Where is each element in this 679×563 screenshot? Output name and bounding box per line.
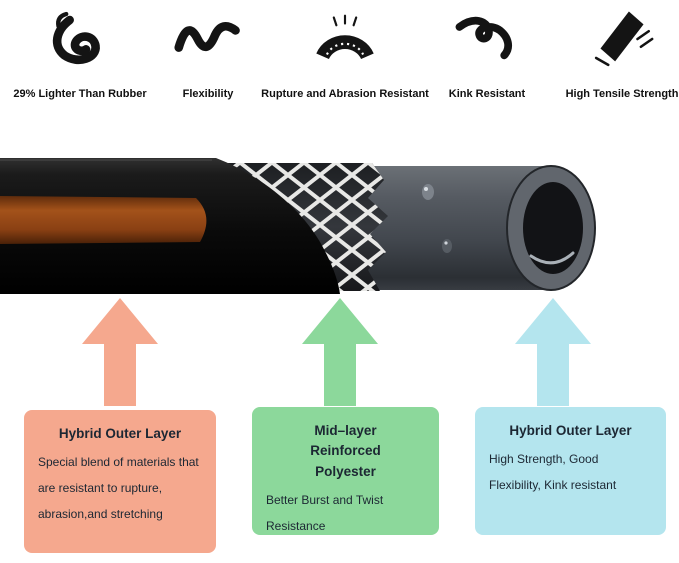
feature-label: Rupture and Abrasion Resistant (261, 88, 429, 100)
flexible-hose-icon (173, 6, 243, 72)
feature-label: High Tensile Strength (565, 88, 679, 100)
feature-abrasion-resistant: Rupture and Abrasion Resistant (261, 6, 429, 100)
callout-mid-layer: Mid–layer Reinforced Polyester Better Bu… (252, 407, 439, 535)
feature-label: Flexibility (182, 88, 234, 100)
callout-description: High Strength, Good Flexibility, Kink re… (489, 452, 617, 493)
callout-title: Mid–layer Reinforced Polyester (310, 423, 381, 479)
callout-title: Hybrid Outer Layer (509, 423, 632, 438)
callout-title: Hybrid Outer Layer (58, 426, 182, 441)
feature-flexibility: Flexibility (133, 6, 283, 100)
feature-lightweight: 29% Lighter Than Rubber (5, 6, 155, 100)
callout-outer-layer: Hybrid Outer Layer Special blend of mate… (24, 410, 216, 553)
feature-kink-resistant: Kink Resistant (412, 6, 562, 100)
lightweight-hose-icon (45, 6, 115, 72)
hose-cutaway-image (0, 158, 596, 294)
arrow-inner-layer (515, 298, 591, 406)
callout-description: Better Burst and Twist Resistance (266, 492, 384, 533)
feature-tensile-strength: High Tensile Strength (547, 6, 679, 100)
feature-label: 29% Lighter Than Rubber (13, 88, 147, 100)
callout-description: Special blend of materials that are resi… (38, 455, 199, 521)
feature-label: Kink Resistant (448, 88, 526, 100)
arrow-outer-layer (82, 298, 158, 406)
kink-resistant-hose-icon (452, 6, 522, 72)
abrasion-resistant-hose-icon (310, 6, 380, 72)
callout-inner-layer: Hybrid Outer Layer High Strength, Good F… (475, 407, 666, 535)
arrow-mid-layer (302, 298, 378, 406)
tensile-strength-hose-icon (587, 6, 657, 72)
